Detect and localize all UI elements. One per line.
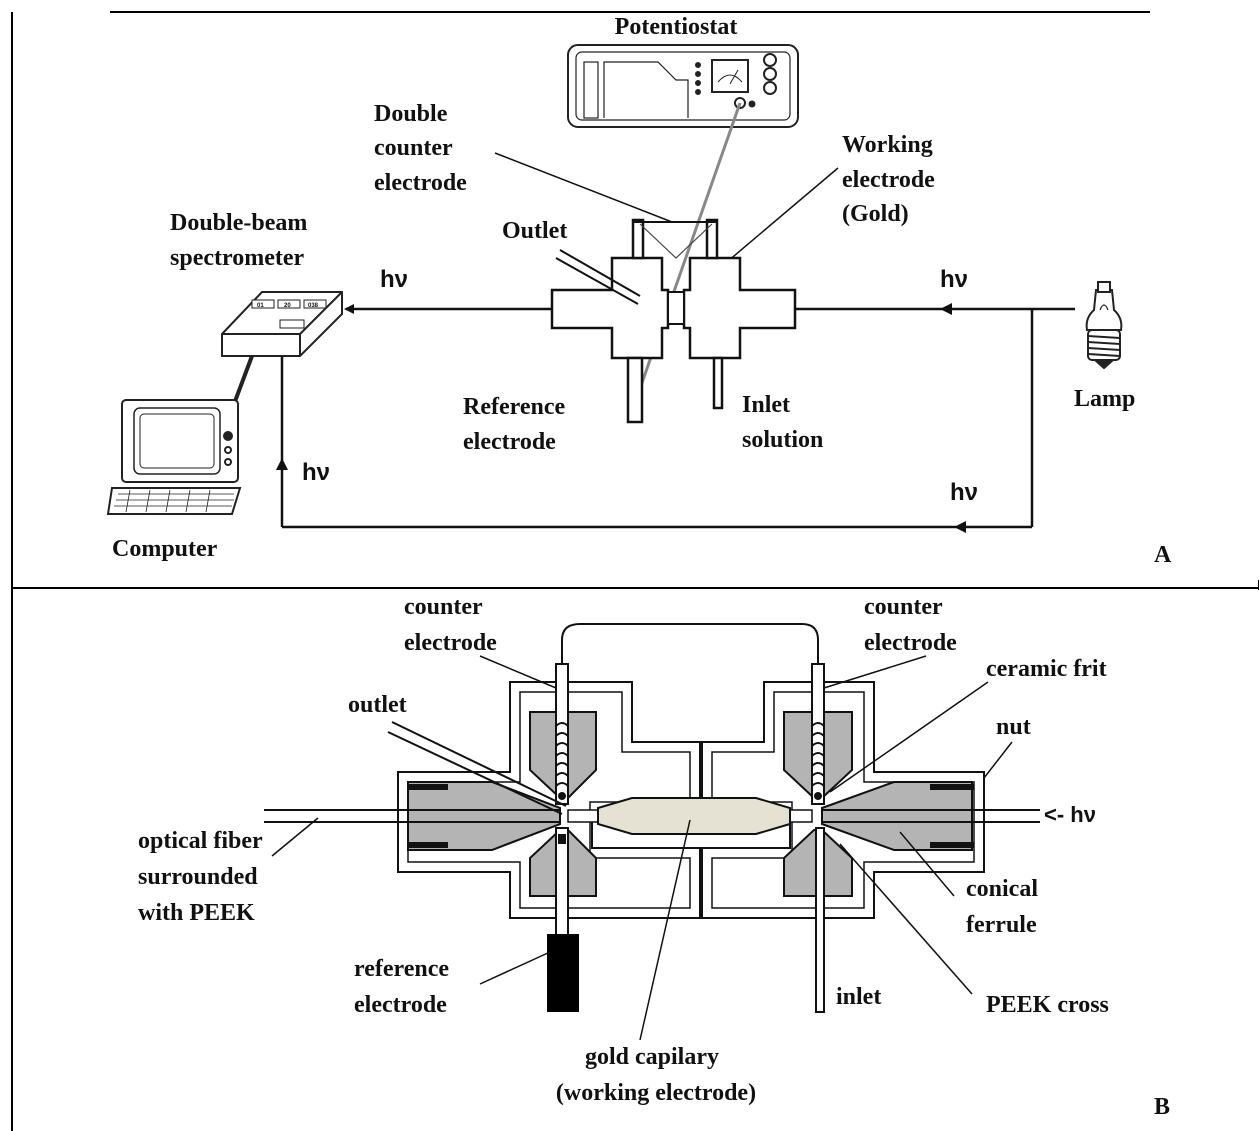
inlet-solution-label-1: Inlet [742,392,790,418]
gold-capillary-label-1: gold capilary [585,1044,719,1070]
counter-coils [555,722,825,787]
potentiostat-icon [567,44,799,128]
counter-connection-wire [561,623,819,668]
spectrometer-display: 01 20 038 [257,303,319,309]
hv-label-bottom: hν [950,479,978,506]
optical-fiber-label-2: surrounded [138,864,258,890]
nut-label: nut [996,714,1031,740]
counter-wire [639,223,713,259]
spectrometer-icon [221,291,343,357]
spectrometer-label-2: spectrometer [170,245,304,271]
panel-a-label: A [1154,542,1172,568]
lamp-label: Lamp [1074,386,1135,412]
figure-frame [11,11,1259,1131]
inlet-tube-b [815,827,825,1013]
left-cross [550,256,670,360]
potentiostat-label: Potentiostat [615,14,738,40]
display-value-3: 038 [308,303,319,309]
outlet-tube [555,249,641,305]
working-electrode-label-2: electrode [842,167,935,193]
counter-electrode-leader [494,152,673,223]
gold-capillary-label-2: (working electrode) [556,1080,756,1106]
conical-ferrules [407,711,973,897]
light-arrows [276,303,966,533]
computer-icon [106,399,242,515]
reference-electrode-label-b-1: reference [354,956,449,982]
hv-label-right: hν [940,266,968,293]
display-value-1: 01 [257,303,264,309]
outlet-label-b: outlet [348,692,407,718]
conical-ferrule-label-2: ferrule [966,912,1037,938]
outlet-label: Outlet [502,218,567,244]
reference-electrode-label-b-2: electrode [354,992,447,1018]
spectrometer-label-1: Double-beam [170,210,307,236]
working-electrode-label-3: (Gold) [842,201,909,227]
reference-electrode-label-1: Reference [463,394,566,420]
optical-fibers [264,809,1040,823]
panel-b-label: B [1154,1094,1170,1120]
peek-cross-label: PEEK cross [986,992,1109,1018]
double-counter-label-1: Double [374,101,448,127]
electrochemical-cell [550,218,797,424]
panel-a: Potentiostat Double counter electrode Wo… [106,14,1172,568]
computer-label: Computer [112,536,218,562]
counter-electrode-left-2: electrode [404,630,497,656]
leader-lines [271,655,1013,1041]
optical-fiber-label-1: optical fiber [138,828,263,854]
double-counter-label-3: electrode [374,170,467,196]
hv-label-vertical: hν [302,459,330,486]
nut-threads [408,784,974,848]
hv-label-left: hν [380,266,408,293]
counter-electrode-right-2: electrode [864,630,957,656]
lamp-icon [1085,281,1123,370]
counter-electrode-left-1: counter [404,594,483,620]
right-cross [682,256,797,360]
optical-fiber-label-3: with PEEK [138,900,255,926]
reference-electrode-b [547,827,579,1012]
light-path [280,304,1075,529]
inlet-solution-label-2: solution [742,427,823,453]
outlet-tube-b [387,721,567,815]
display-value-2: 20 [284,303,291,309]
reference-electrode-label-2: electrode [463,429,556,455]
frit-dots [558,792,822,800]
light-in-label: <- hν [1044,802,1096,827]
panel-b: counter electrode counter electrode cera… [138,594,1170,1120]
counter-electrode-right-1: counter [864,594,943,620]
conical-ferrule-label-1: conical [966,876,1038,902]
double-counter-label-2: counter [374,135,453,161]
ceramic-frit-label: ceramic frit [986,656,1107,682]
working-electrode-label-1: Working [842,132,933,158]
gold-capillary [567,797,813,835]
inlet-label-b: inlet [836,984,881,1010]
